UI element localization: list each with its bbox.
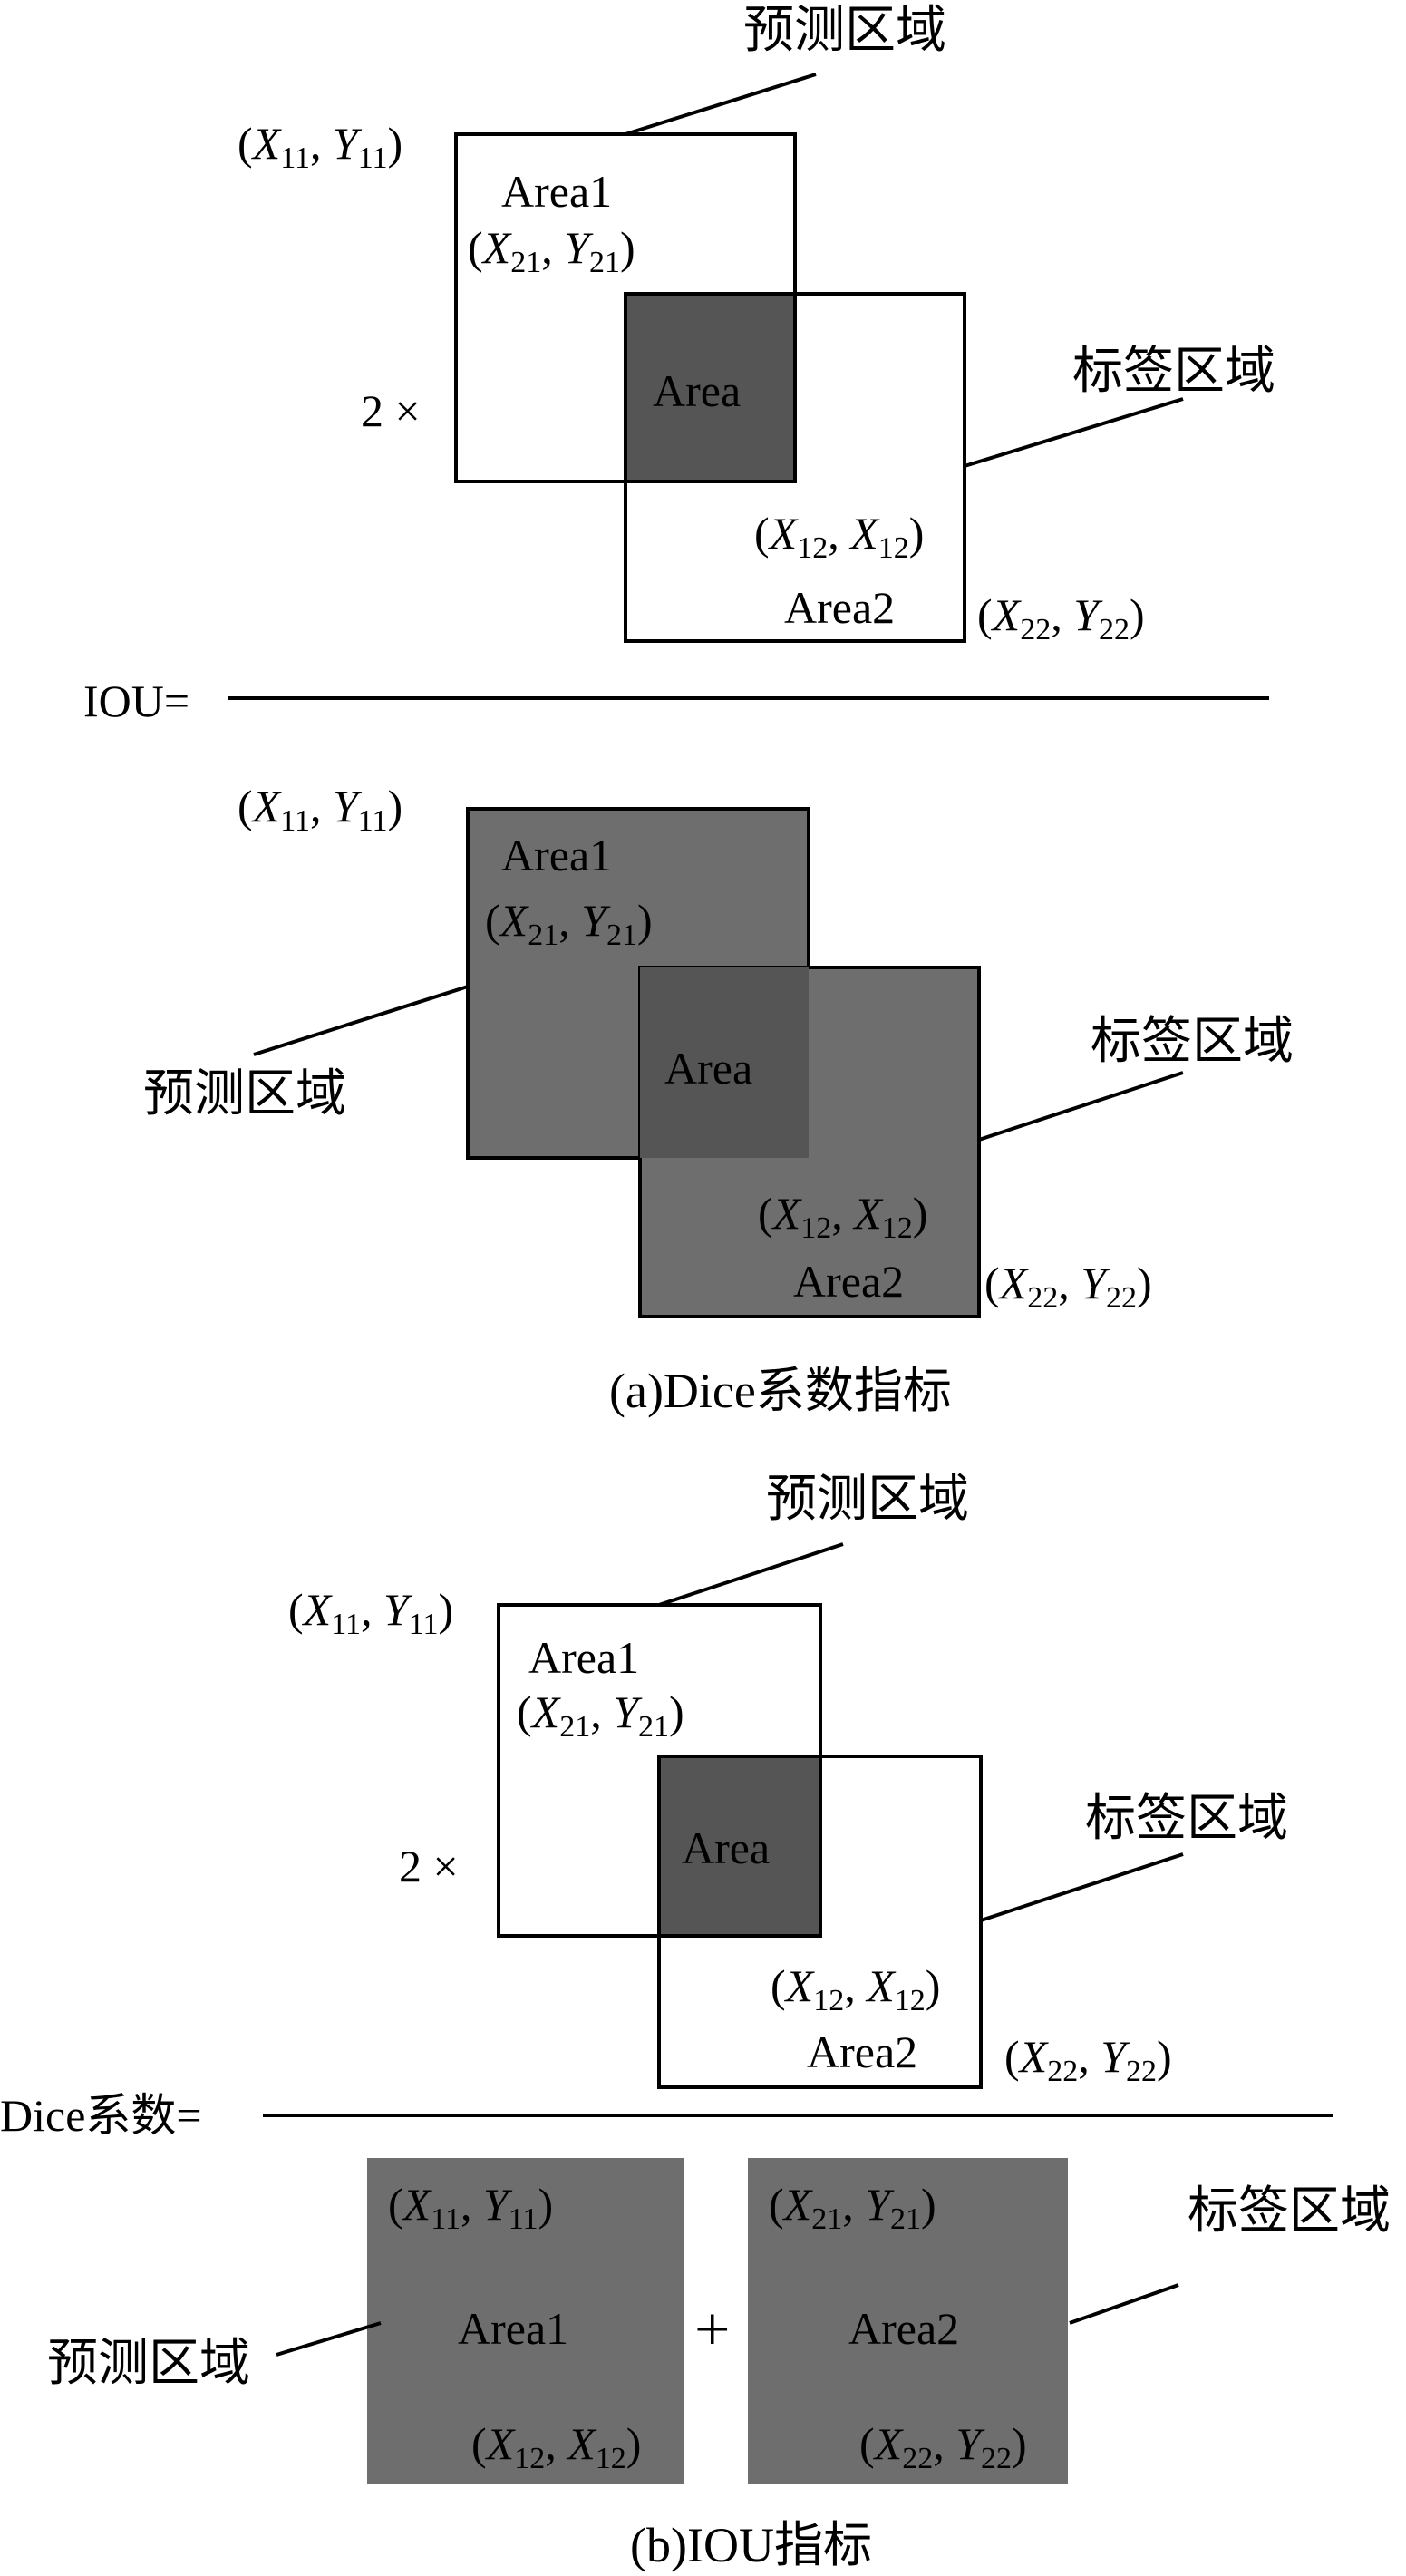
- pred-leader-line: [253, 985, 469, 1056]
- area2-label: Area2: [784, 582, 895, 633]
- area-label: Area: [664, 1043, 752, 1094]
- pred-label: 预测区域: [766, 1470, 969, 1529]
- pred-label: 预测区域: [743, 1, 946, 60]
- overlap-box-filled: [640, 967, 809, 1158]
- coord-p21: (X21, Y21): [485, 895, 653, 952]
- area2-label: Area2: [848, 2303, 959, 2354]
- coord-p11: (X11, Y11): [288, 1584, 453, 1641]
- gt-label: 标签区域: [1091, 1012, 1294, 1071]
- caption-b: (b)IOU指标: [630, 2518, 872, 2572]
- pred-leader-line: [658, 1542, 844, 1607]
- gt-leader-line: [978, 1071, 1184, 1142]
- overlap-box: [657, 1755, 822, 1938]
- panel-a-denominator: 预测区域 标签区域 Area1 Area Area2 (X11, Y11) (X…: [143, 781, 1294, 1318]
- pred-box-filled: [367, 2158, 684, 2484]
- coord-p11: (X11, Y11): [238, 118, 402, 175]
- area1-label: Area1: [501, 830, 612, 880]
- gt-label: 标签区域: [1085, 1789, 1288, 1848]
- pred-label: 预测区域: [47, 2334, 250, 2393]
- overlap-box: [624, 292, 797, 483]
- area1-label: Area1: [501, 166, 612, 217]
- panel-b-denominator: 预测区域 标签区域 + Area1 Area2 (X11, Y11) (X21,…: [47, 2158, 1391, 2484]
- area1-label: Area1: [528, 1632, 639, 1683]
- coord-p21: (X21, Y21): [468, 222, 635, 279]
- gt-label: 标签区域: [1072, 342, 1275, 401]
- area-label: Area: [653, 365, 741, 416]
- coord-p22: (X22, Y22): [859, 2418, 1027, 2475]
- area2-label: Area2: [807, 2027, 917, 2077]
- gt-label: 标签区域: [1188, 2182, 1391, 2241]
- caption-a: (a)Dice系数指标: [609, 1364, 952, 1418]
- area-label: Area: [682, 1823, 770, 1873]
- plus-sign: +: [694, 2295, 730, 2365]
- area2-label: Area2: [793, 1256, 904, 1307]
- dice-equals-label: Dice系数=: [0, 2090, 202, 2141]
- two-times-label: 2 ×: [399, 1841, 459, 1891]
- pred-leader-line: [276, 2321, 382, 2357]
- iou-equals-label: IOU=: [83, 676, 189, 726]
- pred-label: 预测区域: [143, 1064, 346, 1123]
- gt-leader-line: [964, 397, 1184, 468]
- coord-p11: (X11, Y11): [238, 781, 402, 838]
- coord-p22: (X22, Y22): [1004, 2031, 1172, 2088]
- coord-p22: (X22, Y22): [977, 589, 1145, 646]
- gt-leader-line: [1069, 2283, 1179, 2325]
- gt-box-filled: [748, 2158, 1068, 2484]
- panel-a-numerator: 预测区域 标签区域 Area1 Area Area2 2 × (X11, Y11…: [238, 1, 1275, 646]
- area1-label: Area1: [458, 2303, 568, 2354]
- pred-leader-line: [625, 73, 817, 136]
- gt-leader-line: [980, 1852, 1184, 1922]
- panel-b-numerator: 预测区域 标签区域 Area1 Area Area2 2 × (X11, Y11…: [288, 1470, 1288, 2089]
- two-times-label: 2 ×: [361, 385, 421, 436]
- coord-p22: (X22, Y22): [984, 1258, 1152, 1315]
